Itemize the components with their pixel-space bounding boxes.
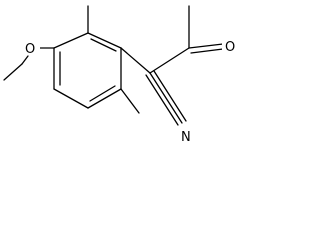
methoxy-bond-link bbox=[21, 55, 29, 65]
ring-double-bond bbox=[89, 85, 116, 102]
carbonyl-double-bond bbox=[190, 48, 224, 54]
carbonyl-oxygen-label: O bbox=[225, 40, 235, 55]
nitrile-triple-bond bbox=[153, 70, 187, 122]
methoxy-oxygen-bg bbox=[23, 40, 40, 56]
nitrile-nitrogen-bg bbox=[179, 126, 194, 144]
ring-double-bond bbox=[90, 38, 117, 52]
alpha-to-carbonyl-bond bbox=[149, 47, 190, 74]
methoxy-oxygen-label: O bbox=[25, 42, 35, 57]
ring-bond bbox=[87, 88, 122, 109]
carbonyl-double-bond bbox=[188, 43, 224, 49]
nitrile-triple-bond bbox=[145, 74, 179, 126]
ring-bond bbox=[53, 88, 89, 109]
nitrile-nitrogen-label: N bbox=[181, 130, 191, 145]
methoxy-bond-methyl bbox=[3, 63, 23, 81]
benzene-ring bbox=[53, 32, 122, 109]
ring-bond bbox=[53, 32, 89, 49]
nitrile-triple-bond bbox=[149, 72, 183, 124]
chemical-structure-diagram: O O N bbox=[3, 5, 238, 145]
carbonyl-oxygen-bg bbox=[222, 36, 238, 54]
ring-to-alpha-bond bbox=[120, 47, 151, 74]
ring-bond bbox=[87, 32, 122, 49]
methyl-bond-bottom bbox=[120, 88, 140, 114]
